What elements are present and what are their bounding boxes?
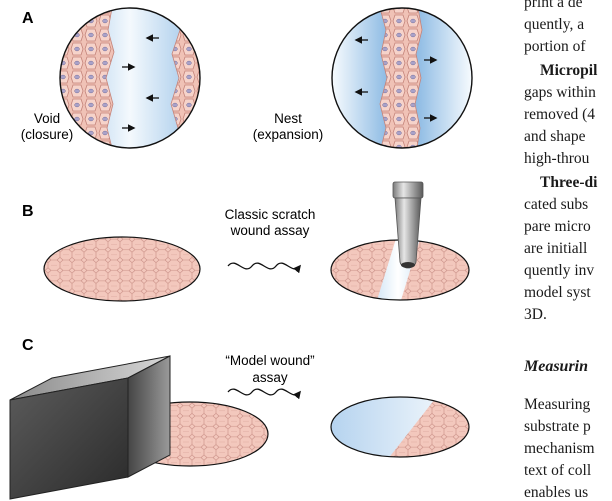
nest-label: Nest	[274, 111, 302, 126]
closure-label: (closure)	[21, 127, 74, 142]
text-line: mechanism	[524, 440, 595, 457]
wavy-arrow-b	[227, 262, 301, 274]
text-line-bold: Three-di	[540, 174, 598, 191]
wavy-arrow-c	[227, 388, 301, 400]
model-wound-caption-line2: assay	[252, 370, 288, 385]
text-line: 3D.	[524, 306, 547, 323]
confluent-monolayer-dish	[43, 236, 201, 302]
text-line: substrate p	[524, 418, 591, 435]
text-line: are initiall	[524, 240, 588, 257]
scratch-caption-line2: wound assay	[230, 223, 310, 238]
text-line: high-throu	[524, 150, 590, 167]
text-line: Measuring	[524, 396, 591, 413]
text-line: quently inv	[524, 262, 595, 279]
text-line: enables us	[524, 484, 589, 501]
text-line: text of coll	[524, 462, 592, 479]
section-heading: Measurin	[524, 358, 589, 375]
scratch-caption-line1: Classic scratch	[225, 207, 316, 222]
body-text-column: print a de quently, a portion of Micropi…	[524, 0, 612, 501]
panel-letter-c: C	[22, 337, 34, 354]
text-line: and shape	[524, 128, 586, 145]
void-circle-outline	[59, 7, 201, 149]
text-line: quently, a	[524, 16, 585, 33]
text-line: pare micro	[524, 218, 591, 235]
model-wound-result-dish	[330, 396, 470, 458]
text-line: cated subs	[524, 196, 589, 213]
text-line: gaps within	[524, 84, 596, 101]
nest-circle	[332, 8, 472, 148]
text-line: model syst	[524, 284, 591, 301]
nest-circle-outline	[331, 7, 473, 149]
text-line-bold: Micropil	[540, 62, 598, 79]
pipette-tip	[392, 181, 424, 269]
void-label: Void	[34, 111, 60, 126]
text-line: removed (4	[524, 106, 596, 123]
model-wound-caption-line1: “Model wound”	[225, 353, 314, 368]
barrier-block	[9, 355, 171, 500]
expansion-label: (expansion)	[253, 127, 324, 142]
void-arrows	[122, 34, 159, 132]
text-line: print a de	[524, 0, 583, 11]
void-circle	[60, 8, 200, 148]
panel-letter-b: B	[22, 203, 34, 220]
panel-letter-a: A	[22, 10, 34, 27]
nest-arrows	[354, 36, 438, 122]
text-line: portion of	[524, 38, 586, 55]
